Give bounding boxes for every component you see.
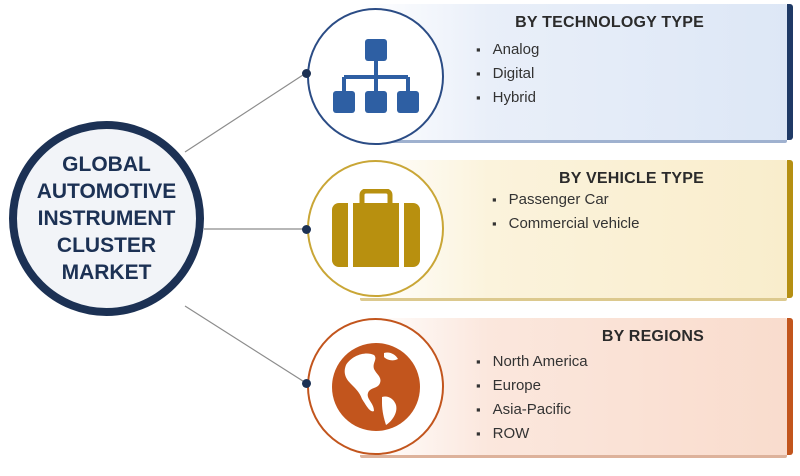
- vehicle-type-list: Passenger Car Commercial vehicle: [492, 188, 640, 236]
- list-item: Analog: [476, 38, 540, 62]
- panel-heading: BY TECHNOLOGY TYPE: [515, 14, 704, 31]
- regions-icon-ring: [307, 318, 444, 455]
- list-item: Hybrid: [476, 86, 539, 110]
- list-item: ROW: [476, 422, 588, 446]
- list-item: North America: [476, 350, 588, 374]
- technology-icon-ring: [307, 8, 444, 145]
- list-item: Digital: [476, 62, 539, 86]
- technology-type-list: Analog Digital Hybrid: [476, 38, 540, 110]
- hierarchy-icon: [332, 38, 419, 113]
- list-item: Commercial vehicle: [492, 212, 640, 236]
- technology-type-panel: BY TECHNOLOGY TYPE Analog Digital Hybrid: [360, 4, 793, 143]
- list-item: Asia-Pacific: [476, 398, 588, 422]
- suitcase-icon: [331, 188, 420, 267]
- list-item: Europe: [476, 374, 588, 398]
- regions-panel: BY REGIONS North America Europe Asia-Pac…: [360, 318, 793, 458]
- vehicle-icon-ring: [307, 160, 444, 297]
- panel-heading: BY VEHICLE TYPE: [559, 170, 704, 187]
- hub-title: GLOBAL AUTOMOTIVE INSTRUMENT CLUSTER MAR…: [36, 153, 177, 284]
- connector-dot: [302, 69, 311, 78]
- connector-dot: [302, 225, 311, 234]
- list-item: Passenger Car: [492, 188, 639, 212]
- globe-icon: [331, 342, 420, 431]
- connector-dot: [302, 379, 311, 388]
- market-hub: GLOBAL AUTOMOTIVE INSTRUMENT CLUSTER MAR…: [9, 121, 204, 316]
- regions-list: North America Europe Asia-Pacific ROW: [476, 350, 588, 446]
- panel-heading: BY REGIONS: [601, 328, 704, 345]
